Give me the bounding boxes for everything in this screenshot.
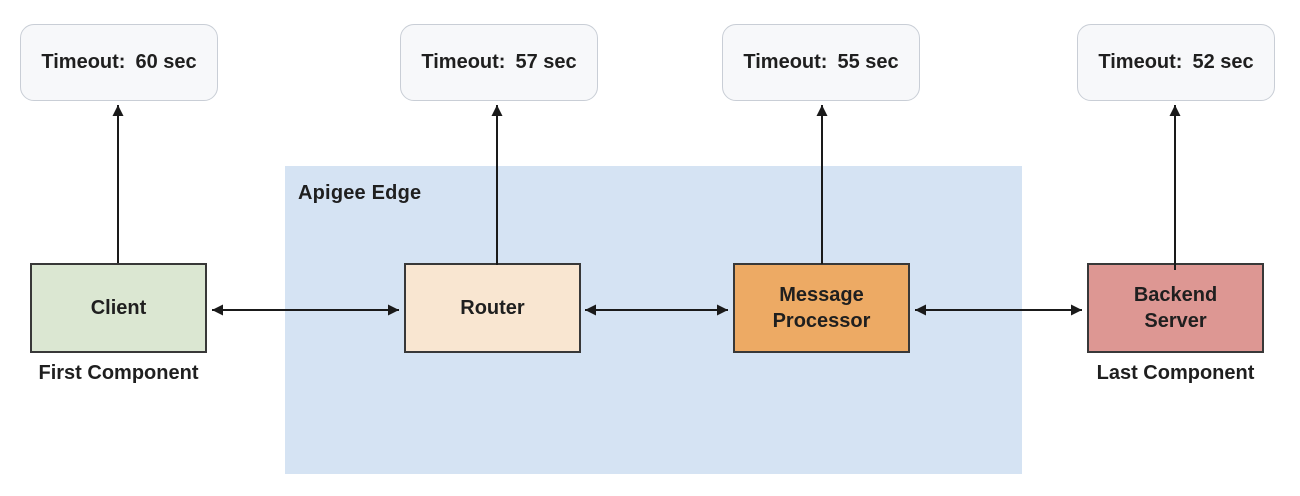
region-label: Apigee Edge bbox=[298, 182, 422, 204]
timeout-label: Timeout: bbox=[41, 51, 126, 73]
timeout-value: 55 sec bbox=[837, 51, 899, 73]
component-message-processor: Message Processor bbox=[733, 263, 910, 353]
component-client: Client bbox=[30, 263, 207, 353]
component-label: Router bbox=[460, 297, 525, 319]
timeout-label: Timeout: bbox=[743, 51, 828, 73]
apigee-edge-region: Apigee Edge bbox=[285, 166, 1022, 474]
timeout-box-message-processor: Timeout: 55 sec bbox=[722, 24, 920, 101]
component-label: Message Processor bbox=[772, 284, 871, 332]
component-router: Router bbox=[404, 263, 581, 353]
timeout-label: Timeout: bbox=[421, 51, 506, 73]
component-label: Client bbox=[90, 297, 147, 319]
timeout-value: 52 sec bbox=[1192, 51, 1254, 73]
caption-last-component: Last Component bbox=[1096, 362, 1255, 384]
component-backend-server: Backend Server bbox=[1087, 263, 1264, 353]
component-label: Backend Server bbox=[1133, 284, 1218, 332]
timeout-box-backend-server: Timeout: 52 sec bbox=[1077, 24, 1275, 101]
timeout-box-client: Timeout: 60 sec bbox=[20, 24, 218, 101]
caption-first-component: First Component bbox=[38, 362, 199, 384]
timeout-value: 57 sec bbox=[515, 51, 577, 73]
timeout-value: 60 sec bbox=[135, 51, 197, 73]
timeout-label: Timeout: bbox=[1098, 51, 1183, 73]
timeout-box-router: Timeout: 57 sec bbox=[400, 24, 598, 101]
